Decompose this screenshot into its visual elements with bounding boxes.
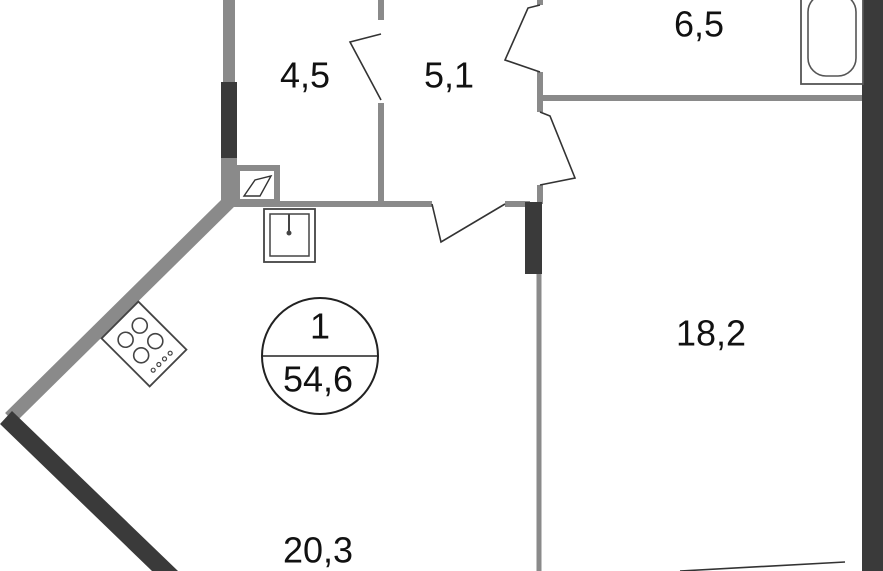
doors <box>348 4 846 571</box>
door-bottom-right <box>679 561 846 571</box>
rooms-count-label: 1 <box>310 306 330 347</box>
wall-left-column <box>221 82 237 158</box>
wall-diagonal <box>5 197 234 423</box>
bedroom-area-label: 18,2 <box>676 313 746 354</box>
wall-bedroom-column <box>525 202 542 274</box>
stove-icon <box>100 300 188 388</box>
door-bedroom <box>539 111 577 186</box>
sink-icon <box>263 208 316 263</box>
wall-bottom-left-exterior <box>0 411 178 571</box>
bathtub-icon <box>800 0 864 85</box>
bath-area-label: 6,5 <box>674 4 724 45</box>
total-area-label: 54,6 <box>283 359 353 400</box>
door-wc <box>348 33 382 101</box>
apartment-badge: 1 54,6 <box>261 297 379 415</box>
wc-area-label: 4,5 <box>280 55 330 96</box>
hall-area-label: 5,1 <box>424 55 474 96</box>
shaft-icon <box>234 165 280 205</box>
door-kitchen <box>431 203 506 244</box>
wall-right-exterior <box>862 0 883 571</box>
door-bath <box>503 4 541 73</box>
walls-dark-2 <box>221 158 237 202</box>
wall-left-lower <box>221 158 237 202</box>
kitchen-living-area-label: 20,3 <box>283 530 353 571</box>
